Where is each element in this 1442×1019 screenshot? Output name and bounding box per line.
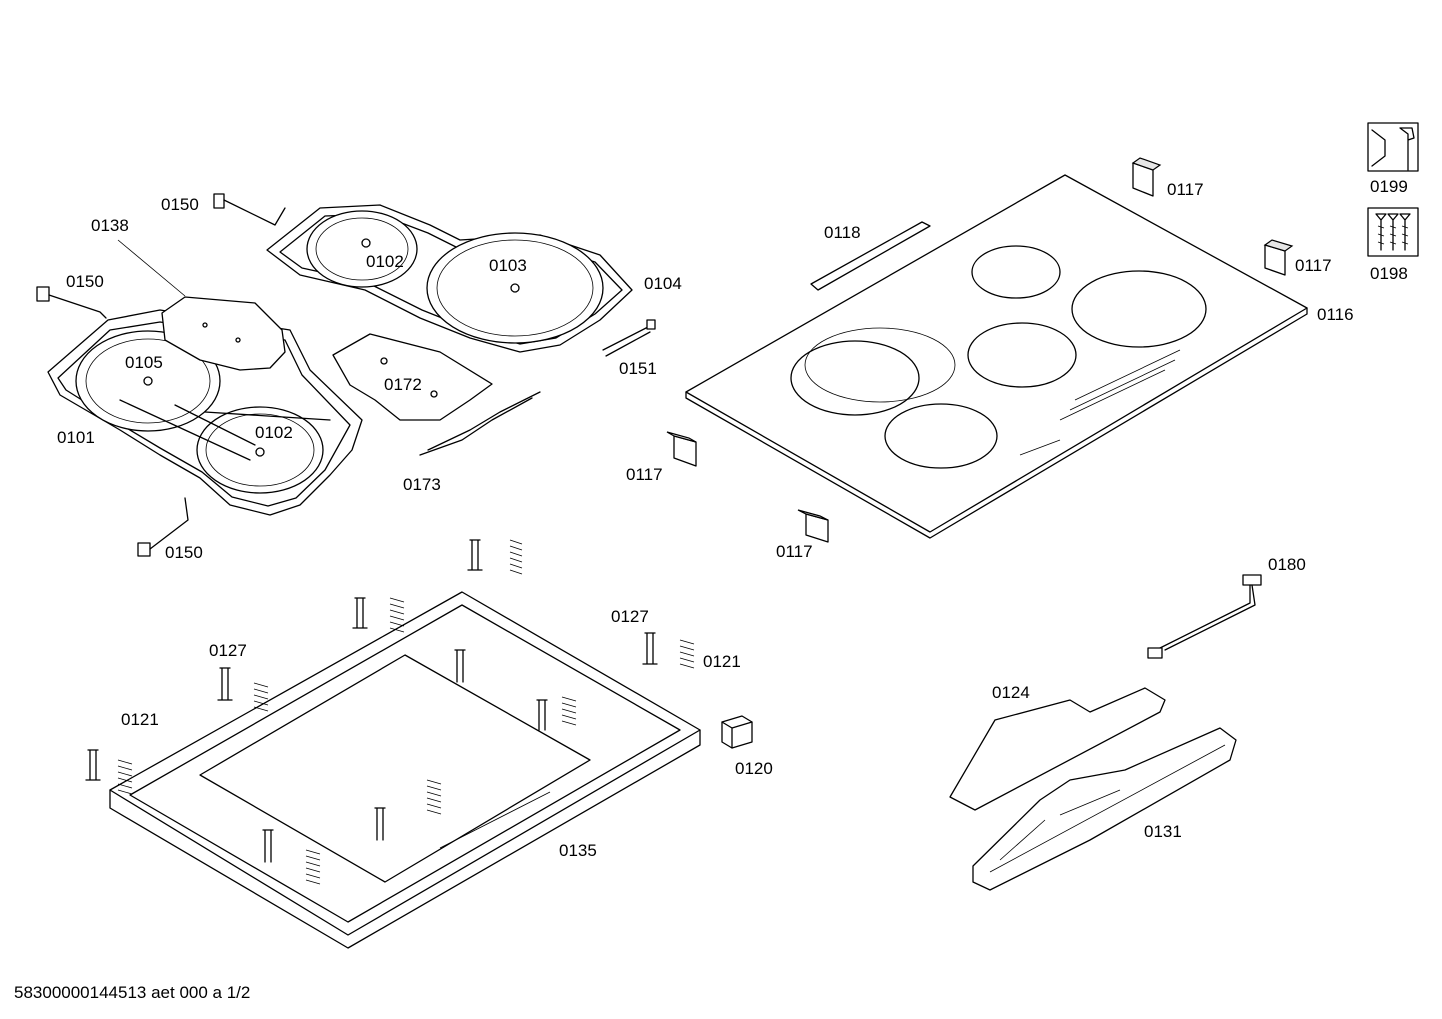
label-0198: 0198 [1370, 264, 1408, 283]
label-0117-bottom: 0117 [776, 542, 813, 561]
bracket-0117-left [666, 431, 697, 467]
label-0131: 0131 [1144, 822, 1182, 841]
label-0124: 0124 [992, 683, 1030, 702]
label-0127-right: 0127 [611, 607, 649, 626]
label-0138: 0138 [91, 216, 129, 235]
label-0117-left: 0117 [626, 465, 663, 484]
label-0102-lower: 0102 [255, 423, 293, 442]
label-0120: 0120 [735, 759, 773, 778]
bracket-0117-right [1263, 239, 1294, 276]
label-0180: 0180 [1268, 555, 1306, 574]
document-footer-code: 58300000144513 aet 000 a 1/2 [14, 983, 251, 1002]
clip-0120 [721, 715, 753, 749]
frame-0135 [109, 591, 701, 949]
wrench-icon [1367, 122, 1419, 172]
label-0118: 0118 [824, 223, 861, 242]
strip-0173 [419, 391, 541, 456]
label-0103: 0103 [489, 256, 527, 275]
connector-0150-left [36, 286, 107, 319]
label-0116: 0116 [1317, 305, 1354, 324]
label-0151: 0151 [619, 359, 657, 378]
heating-tray-0104 [266, 204, 633, 353]
label-0104: 0104 [644, 274, 682, 293]
heating-tray-0101 [47, 309, 363, 516]
label-0150-bottom: 0150 [165, 543, 203, 562]
control-board-0124 [949, 687, 1166, 811]
bracket-0117-top [1131, 157, 1162, 197]
strip-0118 [810, 221, 931, 291]
foot-and-spring-set [85, 539, 695, 885]
label-0105: 0105 [125, 353, 163, 372]
plate-0172 [332, 333, 493, 421]
label-0173: 0173 [403, 475, 441, 494]
connector-0150-bottom [137, 497, 189, 557]
label-0102-upper: 0102 [366, 252, 404, 271]
cover-plate-0138 [117, 239, 286, 371]
wire-0151 [602, 319, 656, 357]
label-0172: 0172 [384, 375, 422, 394]
bracket-0117-bottom [797, 509, 829, 543]
label-0117-top: 0117 [1167, 180, 1204, 199]
connector-0150-top [213, 193, 286, 226]
label-0121-right: 0121 [703, 652, 741, 671]
label-0150-left: 0150 [66, 272, 104, 291]
cable-0180 [1147, 574, 1262, 659]
label-0150-top: 0150 [161, 195, 199, 214]
label-0121-left: 0121 [121, 710, 159, 729]
label-0135: 0135 [559, 841, 597, 860]
housing-0131 [972, 727, 1237, 891]
glass-top-0116 [685, 174, 1308, 539]
label-0117-right: 0117 [1295, 256, 1332, 275]
label-0199: 0199 [1370, 177, 1408, 196]
screws-icon [1367, 207, 1419, 257]
label-0101: 0101 [57, 428, 95, 447]
label-0127-left: 0127 [209, 641, 247, 660]
